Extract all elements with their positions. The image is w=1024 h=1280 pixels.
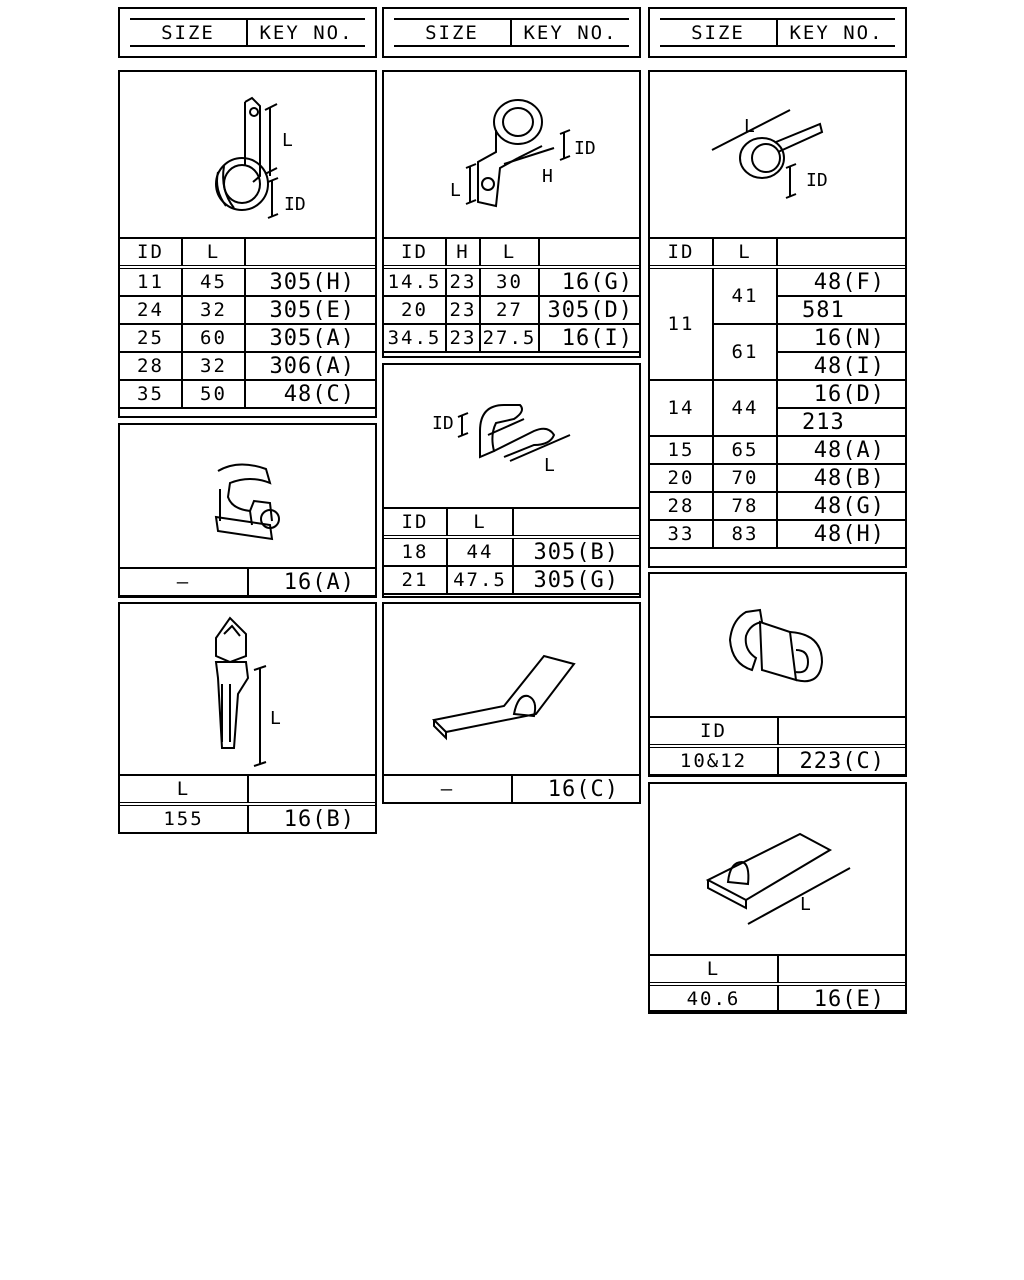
plate-16c-table: — 16(C) — [382, 774, 641, 804]
col-h: H — [445, 237, 481, 269]
size-header: SIZE — [130, 20, 248, 45]
col-key — [777, 716, 907, 748]
header-box-3: SIZE KEY NO. — [648, 7, 907, 58]
l-dim-label: L — [544, 455, 555, 476]
l-dim-label: L — [800, 894, 811, 915]
col-key — [247, 774, 377, 806]
panel-plate-16c: — 16(C) — [382, 602, 641, 804]
id-dim-label: ID — [806, 170, 828, 191]
col-l: L — [648, 954, 779, 986]
table-row: — 16(C) — [382, 774, 641, 804]
id-dim-label: ID — [432, 413, 454, 434]
size-header: SIZE — [660, 20, 778, 45]
col-id: ID — [382, 237, 447, 269]
col-l: L — [118, 774, 249, 806]
col-key — [538, 237, 641, 269]
bracket-clamp-illustration: L H ID — [450, 99, 596, 208]
plate-16e-illustration: L — [705, 832, 851, 925]
l-dim-label: L — [270, 708, 281, 729]
key-no-header: KEY NO. — [523, 21, 618, 44]
id-dim-label: ID — [284, 194, 306, 215]
size-dash: — — [382, 774, 513, 804]
col-l: L — [479, 237, 540, 269]
plate-illustration — [431, 654, 576, 741]
panel-clip-16a: — 16(A) — [118, 423, 377, 598]
table-row: 213 — [649, 407, 907, 437]
key-no-header: KEY NO. — [259, 21, 354, 44]
col-l: L — [181, 237, 246, 269]
connector-clip-illustration — [728, 608, 824, 683]
col-key — [777, 954, 907, 986]
double-clip-illustration: ID L — [432, 404, 571, 476]
l-dim-label: L — [450, 180, 461, 201]
clip-illustration — [214, 463, 280, 541]
col-id: ID — [118, 237, 183, 269]
col-key — [512, 507, 641, 539]
clip-16a-table: — 16(A) — [118, 567, 377, 597]
p-clamp-illustration: L ID — [215, 96, 306, 219]
band-clamp-illustration: L ID — [711, 109, 828, 199]
tie-illustration: L — [214, 616, 281, 767]
table-row: 581 — [649, 295, 907, 325]
id-dim-label: ID — [574, 138, 596, 159]
table-row: 48(I) — [649, 351, 907, 381]
size-header: SIZE — [394, 20, 512, 45]
size-dash: — — [118, 567, 249, 597]
l-dim-label: L — [744, 116, 755, 137]
key-no-header: KEY NO. — [789, 21, 884, 44]
col-key — [244, 237, 377, 269]
key-no: 16(C) — [511, 774, 641, 804]
key-no: 16(A) — [247, 567, 377, 597]
col-id: ID — [648, 237, 714, 269]
col-key — [776, 237, 907, 269]
table-row: — 16(A) — [118, 567, 377, 597]
l-dim-label: L — [282, 130, 293, 151]
header-box-1: SIZE KEY NO. — [118, 7, 377, 58]
header-box-2: SIZE KEY NO. — [382, 7, 641, 58]
col-id: ID — [648, 716, 779, 748]
col-l: L — [712, 237, 778, 269]
col-l: L — [446, 507, 514, 539]
col-id: ID — [382, 507, 448, 539]
h-dim-label: H — [542, 166, 553, 187]
